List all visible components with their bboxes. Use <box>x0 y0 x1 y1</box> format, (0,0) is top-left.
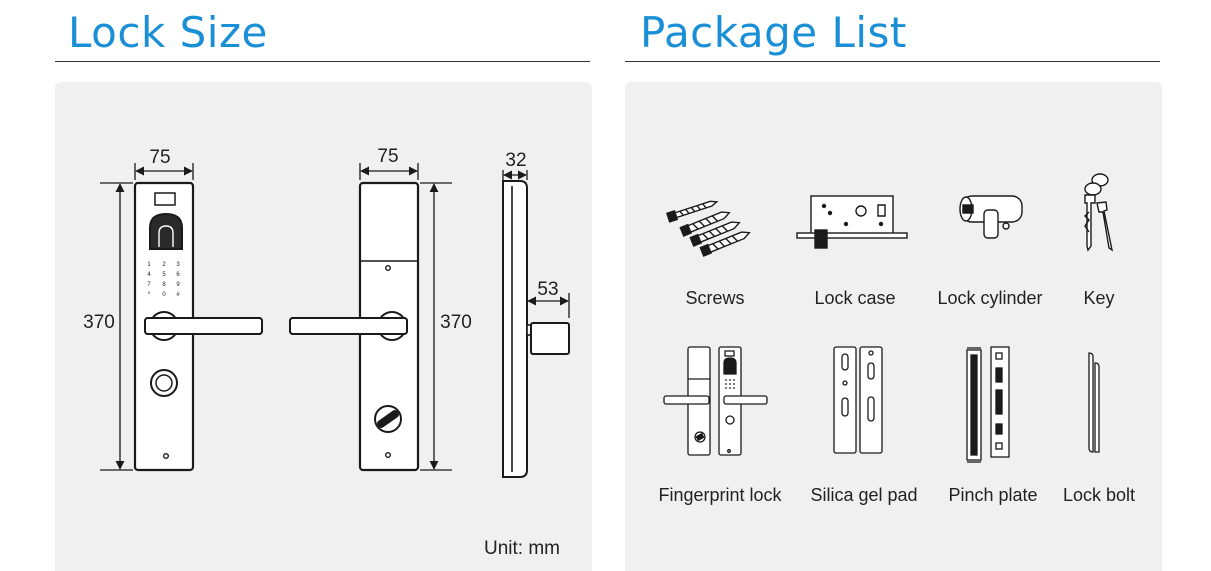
keypad-key: 9 <box>176 282 180 288</box>
screws-icon <box>666 200 751 257</box>
side-projection-label: 53 <box>537 279 558 300</box>
keypad-key: * <box>148 292 151 298</box>
back-width-label: 75 <box>377 146 398 167</box>
lock-size-title: Lock Size <box>68 8 268 57</box>
side-thickness-label: 32 <box>505 150 526 171</box>
lock-size-divider <box>55 61 590 62</box>
keypad-key: 1 <box>147 262 151 268</box>
front-width-label: 75 <box>149 147 170 168</box>
front-view <box>133 181 263 472</box>
package-item-label: Silica gel pad <box>810 485 918 505</box>
side-view <box>502 180 570 478</box>
keypad-key: 2 <box>162 262 166 268</box>
lock-bolt-icon <box>1088 352 1100 453</box>
package-list-title: Package List <box>640 8 907 57</box>
keypad-key: 3 <box>176 262 180 268</box>
keypad-key: 7 <box>147 282 151 288</box>
pinch-plate-icon <box>966 346 1010 463</box>
package-item-label: Lock bolt <box>1062 485 1136 505</box>
unit-label: Unit: mm <box>484 538 560 559</box>
front-keypad: 1 2 3 4 5 6 7 8 9 * 0 # <box>147 262 180 298</box>
package-list-divider <box>625 61 1160 62</box>
package-item-label: Pinch plate <box>948 485 1038 505</box>
side-profile <box>502 180 528 478</box>
fingerprint-sensor-icon <box>149 212 183 250</box>
front-display <box>154 192 176 206</box>
keypad-key: 5 <box>162 272 166 278</box>
back-view <box>289 181 420 472</box>
front-height-label: 370 <box>83 312 115 333</box>
keypad-key: 4 <box>147 272 151 278</box>
keypad-key: 0 <box>162 292 166 298</box>
package-item-label: Lock case <box>814 288 896 308</box>
keypad-key: 6 <box>176 272 180 278</box>
lock-case-icon <box>796 195 908 249</box>
package-list-panel <box>625 82 1162 571</box>
back-dimensions <box>359 163 452 471</box>
side-dimensions <box>502 170 570 318</box>
side-handle-end <box>530 322 570 355</box>
package-item-label: Fingerprint lock <box>658 485 782 505</box>
silica-gel-pad-icon <box>833 346 883 454</box>
back-height-label: 370 <box>440 312 472 333</box>
key-icon <box>1084 173 1114 252</box>
keypad-key: # <box>176 292 180 298</box>
package-item-label: Key <box>1083 288 1115 308</box>
fingerprint-lock-icon <box>663 346 768 456</box>
lock-cylinder-icon <box>959 195 1023 239</box>
front-dimensions <box>100 163 194 471</box>
package-item-label: Lock cylinder <box>937 288 1043 308</box>
keypad-key: 8 <box>162 282 166 288</box>
package-item-label: Screws <box>685 288 745 308</box>
